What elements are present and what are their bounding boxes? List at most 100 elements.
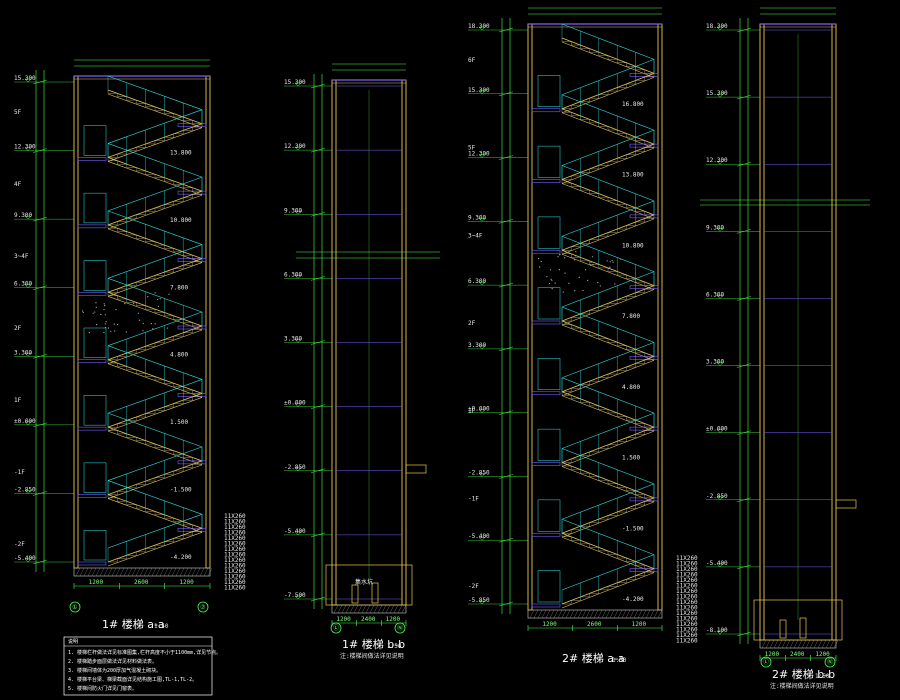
stair-stringer	[562, 537, 654, 572]
hatch-line	[204, 568, 208, 576]
hatch-line	[818, 640, 822, 648]
floor-level-mark: 1F	[14, 397, 22, 404]
elevation-label: 6.300	[706, 291, 724, 298]
hatch-line	[762, 640, 766, 648]
hatch-line	[622, 610, 626, 618]
stair-railing	[108, 76, 202, 110]
stair-stringer	[562, 360, 654, 395]
dimension-label: 1200	[89, 579, 104, 586]
concrete-hatch-dot	[115, 309, 116, 310]
concrete-hatch-dot	[551, 280, 552, 281]
elevation-label: 12.300	[14, 144, 36, 151]
concrete-hatch-dot	[538, 258, 539, 259]
hatch-line	[176, 568, 180, 576]
hatch-line	[370, 605, 374, 613]
window-opening	[84, 193, 106, 223]
concrete-hatch-dot	[620, 258, 621, 259]
elevation-label: -5.400	[706, 560, 728, 567]
elevation-label: -5.400	[468, 533, 490, 540]
concrete-hatch-dot	[539, 266, 540, 267]
hatch-line	[362, 605, 366, 613]
hatch-line	[120, 568, 124, 576]
window-opening	[538, 146, 560, 177]
dimension-label: 1200	[815, 651, 830, 658]
section-scale-text: 1:50	[387, 643, 402, 650]
stair-stringer	[108, 161, 202, 195]
hatch-line	[602, 610, 606, 618]
hatch-line	[642, 610, 646, 618]
notes-line: 2. 楼梯踏步面层做法详见材料做法表。	[68, 658, 157, 665]
stair-landing	[78, 562, 106, 565]
window-opening	[538, 75, 560, 106]
concrete-hatch-dot	[168, 294, 169, 295]
concrete-hatch-dot	[582, 290, 583, 291]
stair-stringer	[562, 113, 654, 148]
concrete-hatch-dot	[575, 255, 576, 256]
landing-elevation-label: -1.500	[622, 525, 644, 532]
hatch-line	[782, 640, 786, 648]
window-opening	[84, 328, 106, 358]
grid-bubbles: ① ⑦ Ⓛ Ⓝ Ⓛ Ⓝ	[70, 602, 835, 667]
hatch-line	[394, 605, 398, 613]
stair-stringer	[562, 396, 654, 431]
hatch-line	[156, 568, 160, 576]
concrete-hatch-dot	[103, 309, 104, 310]
concrete-hatch-dot	[552, 288, 553, 289]
window-opening	[84, 261, 106, 291]
section-scale-text: 1:50	[612, 657, 627, 664]
hatch-line	[84, 568, 88, 576]
stair-railing	[562, 555, 654, 590]
stair-landing	[532, 250, 560, 253]
stair-landing	[78, 225, 106, 228]
stair-landing	[78, 360, 106, 363]
concrete-hatch-dot	[147, 296, 148, 297]
grid-label: ⑦	[200, 604, 206, 611]
elevation-label: 3.300	[706, 359, 724, 366]
hatch-line	[402, 605, 406, 613]
concrete-hatch-dot	[82, 310, 83, 311]
hatch-line	[830, 640, 834, 648]
concrete-hatch-dot	[105, 323, 106, 324]
hatch-line	[654, 610, 658, 618]
pit-equipment	[800, 618, 806, 638]
hatch-line	[160, 568, 164, 576]
hatch-line	[136, 568, 140, 576]
elevation-label: -2.850	[706, 493, 728, 500]
window-opening	[84, 126, 106, 156]
grid-label: Ⓛ	[333, 624, 339, 632]
hatch-line	[168, 568, 172, 576]
floor-level-mark: 5F	[14, 109, 22, 116]
concrete-hatch-dot	[114, 324, 115, 325]
hatch-line	[638, 610, 642, 618]
concrete-hatch-dot	[600, 285, 601, 286]
hatch-line	[770, 640, 774, 648]
landing-elevation-label: 10.800	[622, 242, 644, 249]
hatch-line	[778, 640, 782, 648]
hatch-line	[100, 568, 104, 576]
hatch-line	[196, 568, 200, 576]
stair-stringer	[562, 184, 654, 219]
hatch-line	[530, 610, 534, 618]
stair-landing	[78, 427, 106, 430]
hatch-line	[366, 605, 370, 613]
hatch-line	[650, 610, 654, 618]
hatch-line	[766, 640, 770, 648]
concrete-hatch-dot	[139, 320, 140, 321]
concrete-hatch-dot	[155, 292, 156, 293]
foundation-slab	[332, 605, 406, 613]
concrete-hatch-dot	[559, 269, 560, 270]
notes-line: 4. 楼梯平台梁、梯梁截面详见结构施工图,TL-1,TL-2。	[68, 676, 197, 683]
landing-elevation-label: 16.800	[622, 101, 644, 108]
hatch-line	[354, 605, 358, 613]
elevation-label: 12.300	[284, 143, 306, 150]
hatch-line	[192, 568, 196, 576]
hatch-line	[594, 610, 598, 618]
pit-equipment	[780, 620, 786, 638]
concrete-hatch-dot	[151, 323, 152, 324]
floor-level-mark: 3~4F	[14, 253, 29, 260]
elevation-label: 3.300	[284, 336, 302, 343]
annotation-layer: 15.30012.3009.3006.3003.300±0.000-2.850-…	[14, 23, 830, 658]
stair-layer	[78, 24, 658, 608]
wall-right	[206, 76, 210, 568]
concrete-hatch-dot	[564, 257, 565, 258]
